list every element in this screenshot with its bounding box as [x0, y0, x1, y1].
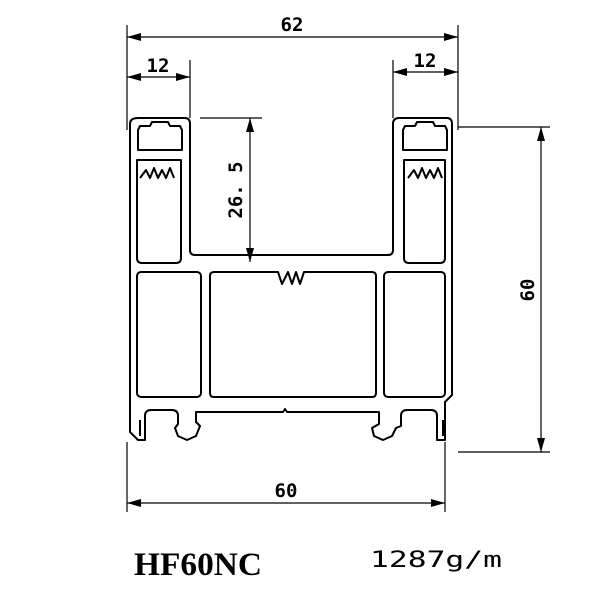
dim-channel-depth: 26. 5 [225, 161, 247, 218]
dim-height: 60 [517, 279, 539, 302]
dim-left-flange: 12 [147, 55, 170, 77]
dim-base-width: 60 [275, 480, 298, 502]
weight-per-meter: 1287g/m [370, 548, 502, 573]
dimension-lines [127, 33, 545, 507]
dim-right-flange: 12 [414, 50, 437, 72]
profile-outline [129, 117, 453, 441]
extension-lines [126, 25, 550, 512]
dim-total-width: 62 [281, 14, 304, 36]
model-name: HF60NC [134, 547, 262, 583]
